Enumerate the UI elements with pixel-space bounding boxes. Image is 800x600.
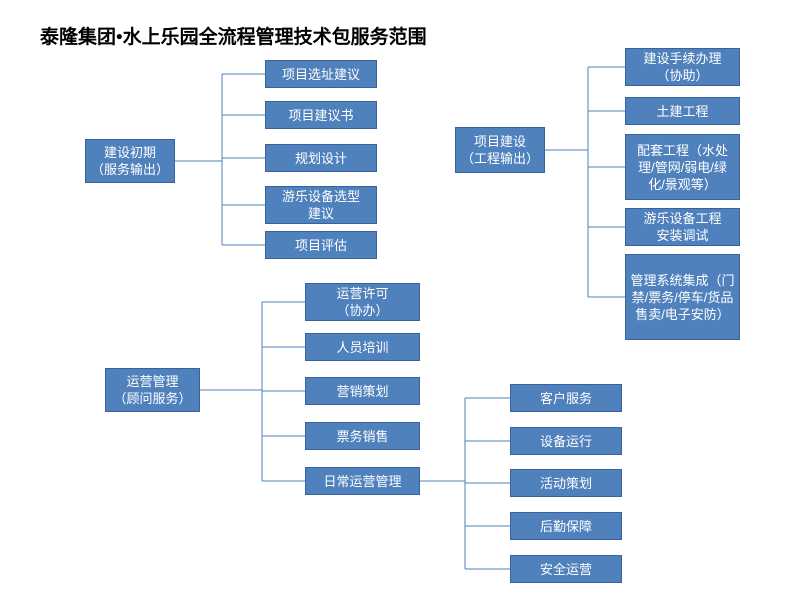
node-planning-design: 规划设计 <box>265 144 377 172</box>
node-equipment-selection-advice: 游乐设备选型 建议 <box>265 186 377 224</box>
node-management-system-integration: 管理系统集成（门禁/票务/停车/货品售卖/电子安防） <box>625 254 740 340</box>
node-customer-service: 客户服务 <box>510 384 622 412</box>
node-project-evaluation: 项目评估 <box>265 231 377 259</box>
node-project-proposal: 项目建议书 <box>265 101 377 129</box>
node-equipment-operation: 设备运行 <box>510 427 622 455</box>
node-early-construction: 建设初期 （服务输出） <box>85 139 175 183</box>
node-supporting-engineering: 配套工程（水处理/管网/弱电/绿化/景观等） <box>625 134 740 200</box>
node-logistics-support: 后勤保障 <box>510 512 622 540</box>
node-operations-management: 运营管理 （顾问服务） <box>105 368 200 412</box>
node-ticket-sales: 票务销售 <box>305 422 420 450</box>
node-project-construction: 项目建设 （工程输出） <box>455 127 545 173</box>
node-equipment-installation: 游乐设备工程 安装调试 <box>625 208 740 246</box>
node-daily-operations: 日常运营管理 <box>305 467 420 495</box>
node-marketing-planning: 营销策划 <box>305 377 420 405</box>
node-activity-planning: 活动策划 <box>510 469 622 497</box>
node-safety-operation: 安全运营 <box>510 555 622 583</box>
node-civil-engineering: 土建工程 <box>625 97 740 125</box>
node-personnel-training: 人员培训 <box>305 333 420 361</box>
diagram-title: 泰隆集团•水上乐园全流程管理技术包服务范围 <box>40 27 427 48</box>
node-operating-license: 运营许可 （协办） <box>305 283 420 321</box>
node-construction-procedures: 建设手续办理 （协助） <box>625 48 740 86</box>
node-site-selection-advice: 项目选址建议 <box>265 60 377 88</box>
